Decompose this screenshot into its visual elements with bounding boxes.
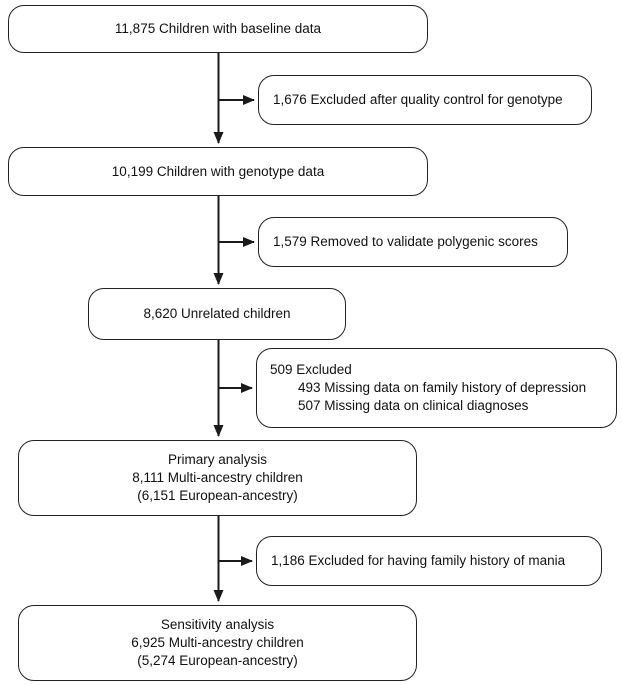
exclusion-box-missing-data: 509 Excluded 493 Missing data on family … [256,348,617,428]
flow-box-unrelated: 8,620 Unrelated children [88,288,346,340]
exclusion-missing-family-history: 493 Missing data on family history of de… [298,380,587,395]
sensitivity-analysis-title: Sensitivity analysis [160,617,275,632]
sensitivity-analysis-multi-ancestry: 6,925 Multi-ancestry children [131,635,304,650]
primary-analysis-title: Primary analysis [167,452,268,467]
exclusion-quality-control-text: 1,676 Excluded after quality control for… [273,92,563,107]
flow-box-unrelated-text: 8,620 Unrelated children [143,306,291,321]
flow-box-primary-analysis: Primary analysis 8,111 Multi-ancestry ch… [18,440,417,516]
flow-box-genotype: 10,199 Children with genotype data [8,147,428,196]
sensitivity-analysis-european-ancestry: (5,274 European-ancestry) [137,653,298,668]
exclusion-missing-clinical-diagnoses: 507 Missing data on clinical diagnoses [298,398,529,413]
flow-box-genotype-text: 10,199 Children with genotype data [111,163,325,179]
exclusion-box-family-history-mania: 1,186 Excluded for having family history… [256,536,602,586]
exclusion-family-history-mania-text: 1,186 Excluded for having family history… [271,553,566,568]
primary-analysis-multi-ancestry: 8,111 Multi-ancestry children [132,470,303,485]
flow-box-sensitivity-analysis: Sensitivity analysis 6,925 Multi-ancestr… [18,605,417,681]
exclusion-box-quality-control: 1,676 Excluded after quality control for… [258,75,592,125]
exclusion-polygenic-validation-text: 1,579 Removed to validate polygenic scor… [273,234,538,249]
flow-box-baseline: 11,875 Children with baseline data [8,5,428,53]
exclusion-box-polygenic-validation: 1,579 Removed to validate polygenic scor… [258,217,568,267]
primary-analysis-european-ancestry: (6,151 European-ancestry) [137,488,298,503]
flow-box-baseline-text: 11,875 Children with baseline data [114,21,322,36]
exclusion-missing-data-header: 509 Excluded [270,362,352,377]
